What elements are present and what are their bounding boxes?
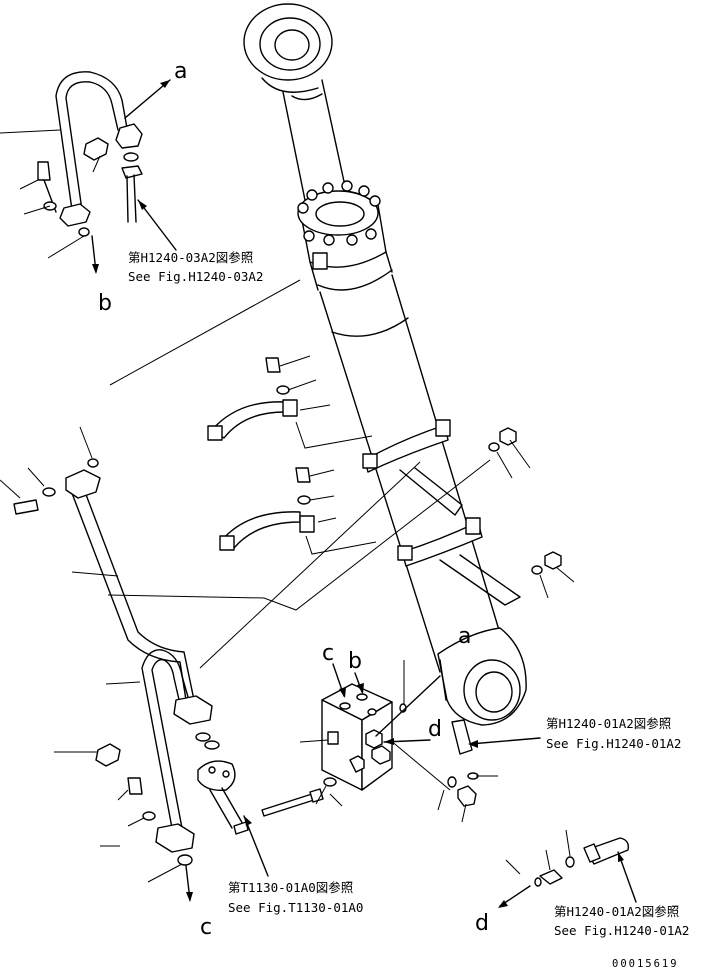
cylinder-bottom-eye — [437, 627, 527, 726]
label-d-bottom: d — [475, 911, 489, 936]
ref-bottom-right-en: See Fig.H1240-01A2 — [554, 923, 689, 938]
ref-bottom-right-jp: 第H1240-01A2図参照 — [554, 904, 679, 919]
ref-top-en: See Fig.H1240-03A2 — [128, 269, 263, 284]
label-b-block: b — [348, 649, 362, 674]
loose-clamp-parts — [107, 355, 491, 669]
upper-pipe-assembly — [0, 71, 301, 386]
piston-rod — [282, 79, 349, 206]
ref-mid-right-en: See Fig.H1240-01A2 — [546, 736, 681, 751]
ref-mid-right-jp: 第H1240-01A2図参照 — [546, 716, 671, 731]
valve-block — [261, 660, 541, 823]
rod-eye — [243, 3, 333, 93]
callout-labels: a b a c b d c d — [98, 59, 489, 940]
label-d-block: d — [428, 717, 442, 742]
bottom-right-fittings — [498, 829, 637, 908]
ref-bottom-mid-en: See Fig.T1130-01A0 — [228, 900, 363, 915]
ref-bottom-mid-jp: 第T1130-01A0図参照 — [228, 880, 353, 895]
label-c-block: c — [322, 641, 334, 666]
cylinder-clamp-brackets — [362, 419, 521, 606]
label-c-bottom: c — [200, 915, 212, 940]
cylinder-barrel — [317, 269, 503, 673]
ref-top-jp: 第H1240-03A2図参照 — [128, 250, 253, 265]
label-a-top: a — [174, 59, 187, 84]
label-a-mid: a — [458, 624, 471, 649]
cylinder-right-hardware — [488, 427, 575, 599]
drawing-code: 00015619 — [612, 958, 679, 970]
figure-references: 第H1240-03A2図参照 See Fig.H1240-03A2 第H1240… — [128, 250, 689, 938]
label-b-top: b — [98, 291, 112, 316]
hydraulic-cylinder — [243, 3, 527, 726]
cylinder-head — [297, 180, 393, 291]
long-pipe-assembly — [0, 426, 195, 701]
lower-pipe-assembly — [54, 649, 269, 902]
